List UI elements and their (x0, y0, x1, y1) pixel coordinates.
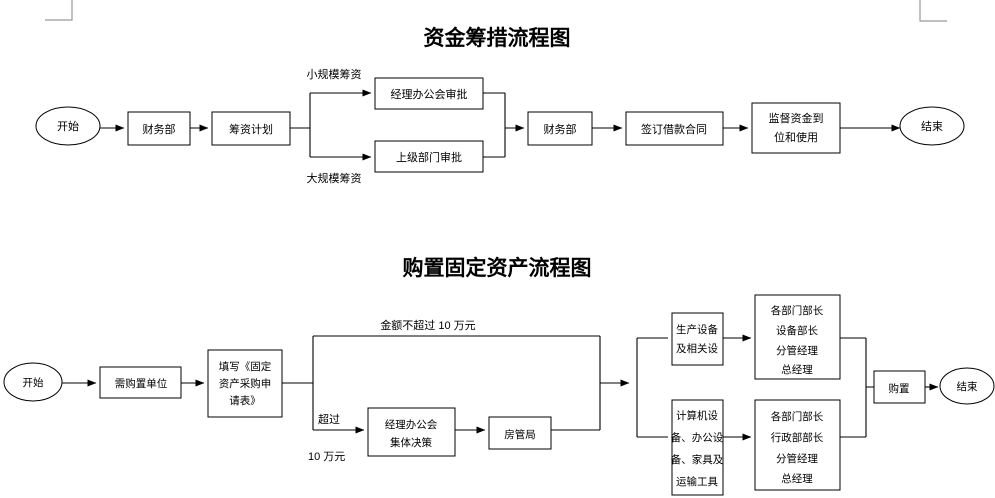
node-purchasing-unit-label: 需购置单位 (115, 377, 168, 390)
node-finance-dept-2-label: 财务部 (544, 122, 577, 136)
node-computer-office-equipment-label-line3: 备、家具及 (671, 453, 724, 466)
node-end-1[interactable]: 结束 (899, 106, 965, 146)
node-start-2-label: 开始 (23, 376, 44, 389)
node-computer-office-equipment[interactable]: 计算机设 备、办公设 备、家具及 运输工具 (671, 399, 724, 496)
node-finance-dept-2[interactable]: 财务部 (527, 111, 593, 146)
node-manager-meeting-decision[interactable]: 经理办公会 集体决策 (367, 407, 456, 457)
edge-label-ten-wan-yuan: 10 万元 (308, 451, 345, 463)
node-funding-plan[interactable]: 筹资计划 (211, 111, 291, 146)
node-manager-meeting-decision-label-line2: 集体决策 (390, 436, 432, 449)
node-supervise-funds-label-line1: 监督资金到 (769, 111, 824, 125)
node-manager-meeting-decision-label-line1: 经理办公会 (385, 418, 438, 431)
node-end-1-label: 结束 (921, 120, 943, 133)
node-housing-bureau-label: 房管局 (504, 428, 536, 441)
crop-mark-top-left (45, 0, 73, 21)
flowchart-1: 资金筹措流程图 (35, 26, 965, 185)
flowchart-2: 购置固定资产流程图 (3, 256, 995, 496)
flowchart-1-title: 资金筹措流程图 (424, 26, 571, 50)
node-manager-office-approval[interactable]: 经理办公会审批 (374, 77, 484, 110)
node-fill-purchase-form-label-line3: 请表》 (229, 394, 261, 407)
flowchart-2-title: 购置固定资产流程图 (403, 256, 592, 280)
node-computer-office-equipment-label-line4: 运输工具 (676, 475, 718, 488)
node-production-equipment[interactable]: 生产设备 及相关设 (671, 312, 724, 366)
edge-label-small-scale: 小规模筹资 (307, 67, 362, 81)
node-approval-chain-admin-label-line1: 各部门部长 (771, 410, 824, 423)
node-computer-office-equipment-label-line1: 计算机设 (676, 409, 718, 422)
node-approval-chain-admin-label-line4: 总经理 (781, 472, 813, 485)
edge-label-exceeding: 超过 (318, 412, 340, 426)
node-production-equipment-label-line1: 生产设备 (676, 323, 718, 336)
edge-label-amount-not-exceeding: 金额不超过 10 万元 (380, 318, 475, 332)
node-approval-chain-admin-label-line2: 行政部部长 (771, 431, 824, 444)
node-sign-loan-contract-label: 签订借款合同 (641, 122, 707, 136)
node-superior-dept-approval[interactable]: 上级部门审批 (374, 140, 484, 173)
node-supervise-funds-label-line2: 位和使用 (774, 130, 818, 144)
node-purchasing-unit[interactable]: 需购置单位 (99, 366, 182, 399)
edge-label-large-scale: 大规模筹资 (307, 171, 362, 185)
node-supervise-funds[interactable]: 监督资金到 位和使用 (751, 102, 841, 154)
flowchart-1-connectors (100, 89, 901, 161)
node-approval-chain-equipment-label-line4: 总经理 (781, 363, 813, 376)
flowchart-2-connectors (60, 334, 939, 441)
node-funding-plan-label: 筹资计划 (229, 122, 273, 136)
node-finance-dept-1-label: 财务部 (143, 122, 176, 136)
node-approval-chain-equipment-label-line1: 各部门部长 (771, 304, 824, 317)
node-start-1-label: 开始 (57, 119, 79, 133)
node-start-2[interactable]: 开始 (3, 362, 63, 402)
node-end-2[interactable]: 结束 (939, 367, 995, 405)
node-approval-chain-admin[interactable]: 各部门部长 行政部部长 分管经理 总经理 (754, 399, 841, 491)
crop-mark-top-right (919, 0, 947, 22)
node-end-2-label: 结束 (957, 380, 978, 393)
node-approval-chain-equipment-label-line2: 设备部长 (776, 324, 818, 337)
node-manager-office-approval-label: 经理办公会审批 (391, 87, 468, 101)
node-fill-purchase-form-label-line1: 填写《固定 (219, 360, 272, 373)
node-computer-office-equipment-label-line2: 备、办公设 (671, 431, 724, 444)
node-housing-bureau[interactable]: 房管局 (488, 416, 552, 450)
node-approval-chain-admin-label-line3: 分管经理 (776, 452, 818, 465)
node-sign-loan-contract[interactable]: 签订借款合同 (625, 111, 724, 146)
node-production-equipment-label-line2: 及相关设 (676, 342, 718, 355)
node-approval-chain-equipment[interactable]: 各部门部长 设备部长 分管经理 总经理 (754, 294, 841, 380)
node-finance-dept-1[interactable]: 财务部 (127, 111, 191, 146)
node-purchase[interactable]: 购置 (873, 370, 926, 404)
node-purchase-label: 购置 (889, 382, 910, 395)
node-fill-purchase-form[interactable]: 填写《固定 资产采购申 请表》 (207, 349, 283, 418)
node-superior-dept-approval-label: 上级部门审批 (396, 150, 462, 164)
node-start-1[interactable]: 开始 (35, 106, 101, 146)
node-fill-purchase-form-label-line2: 资产采购申 (219, 377, 272, 390)
node-approval-chain-equipment-label-line3: 分管经理 (776, 344, 818, 357)
